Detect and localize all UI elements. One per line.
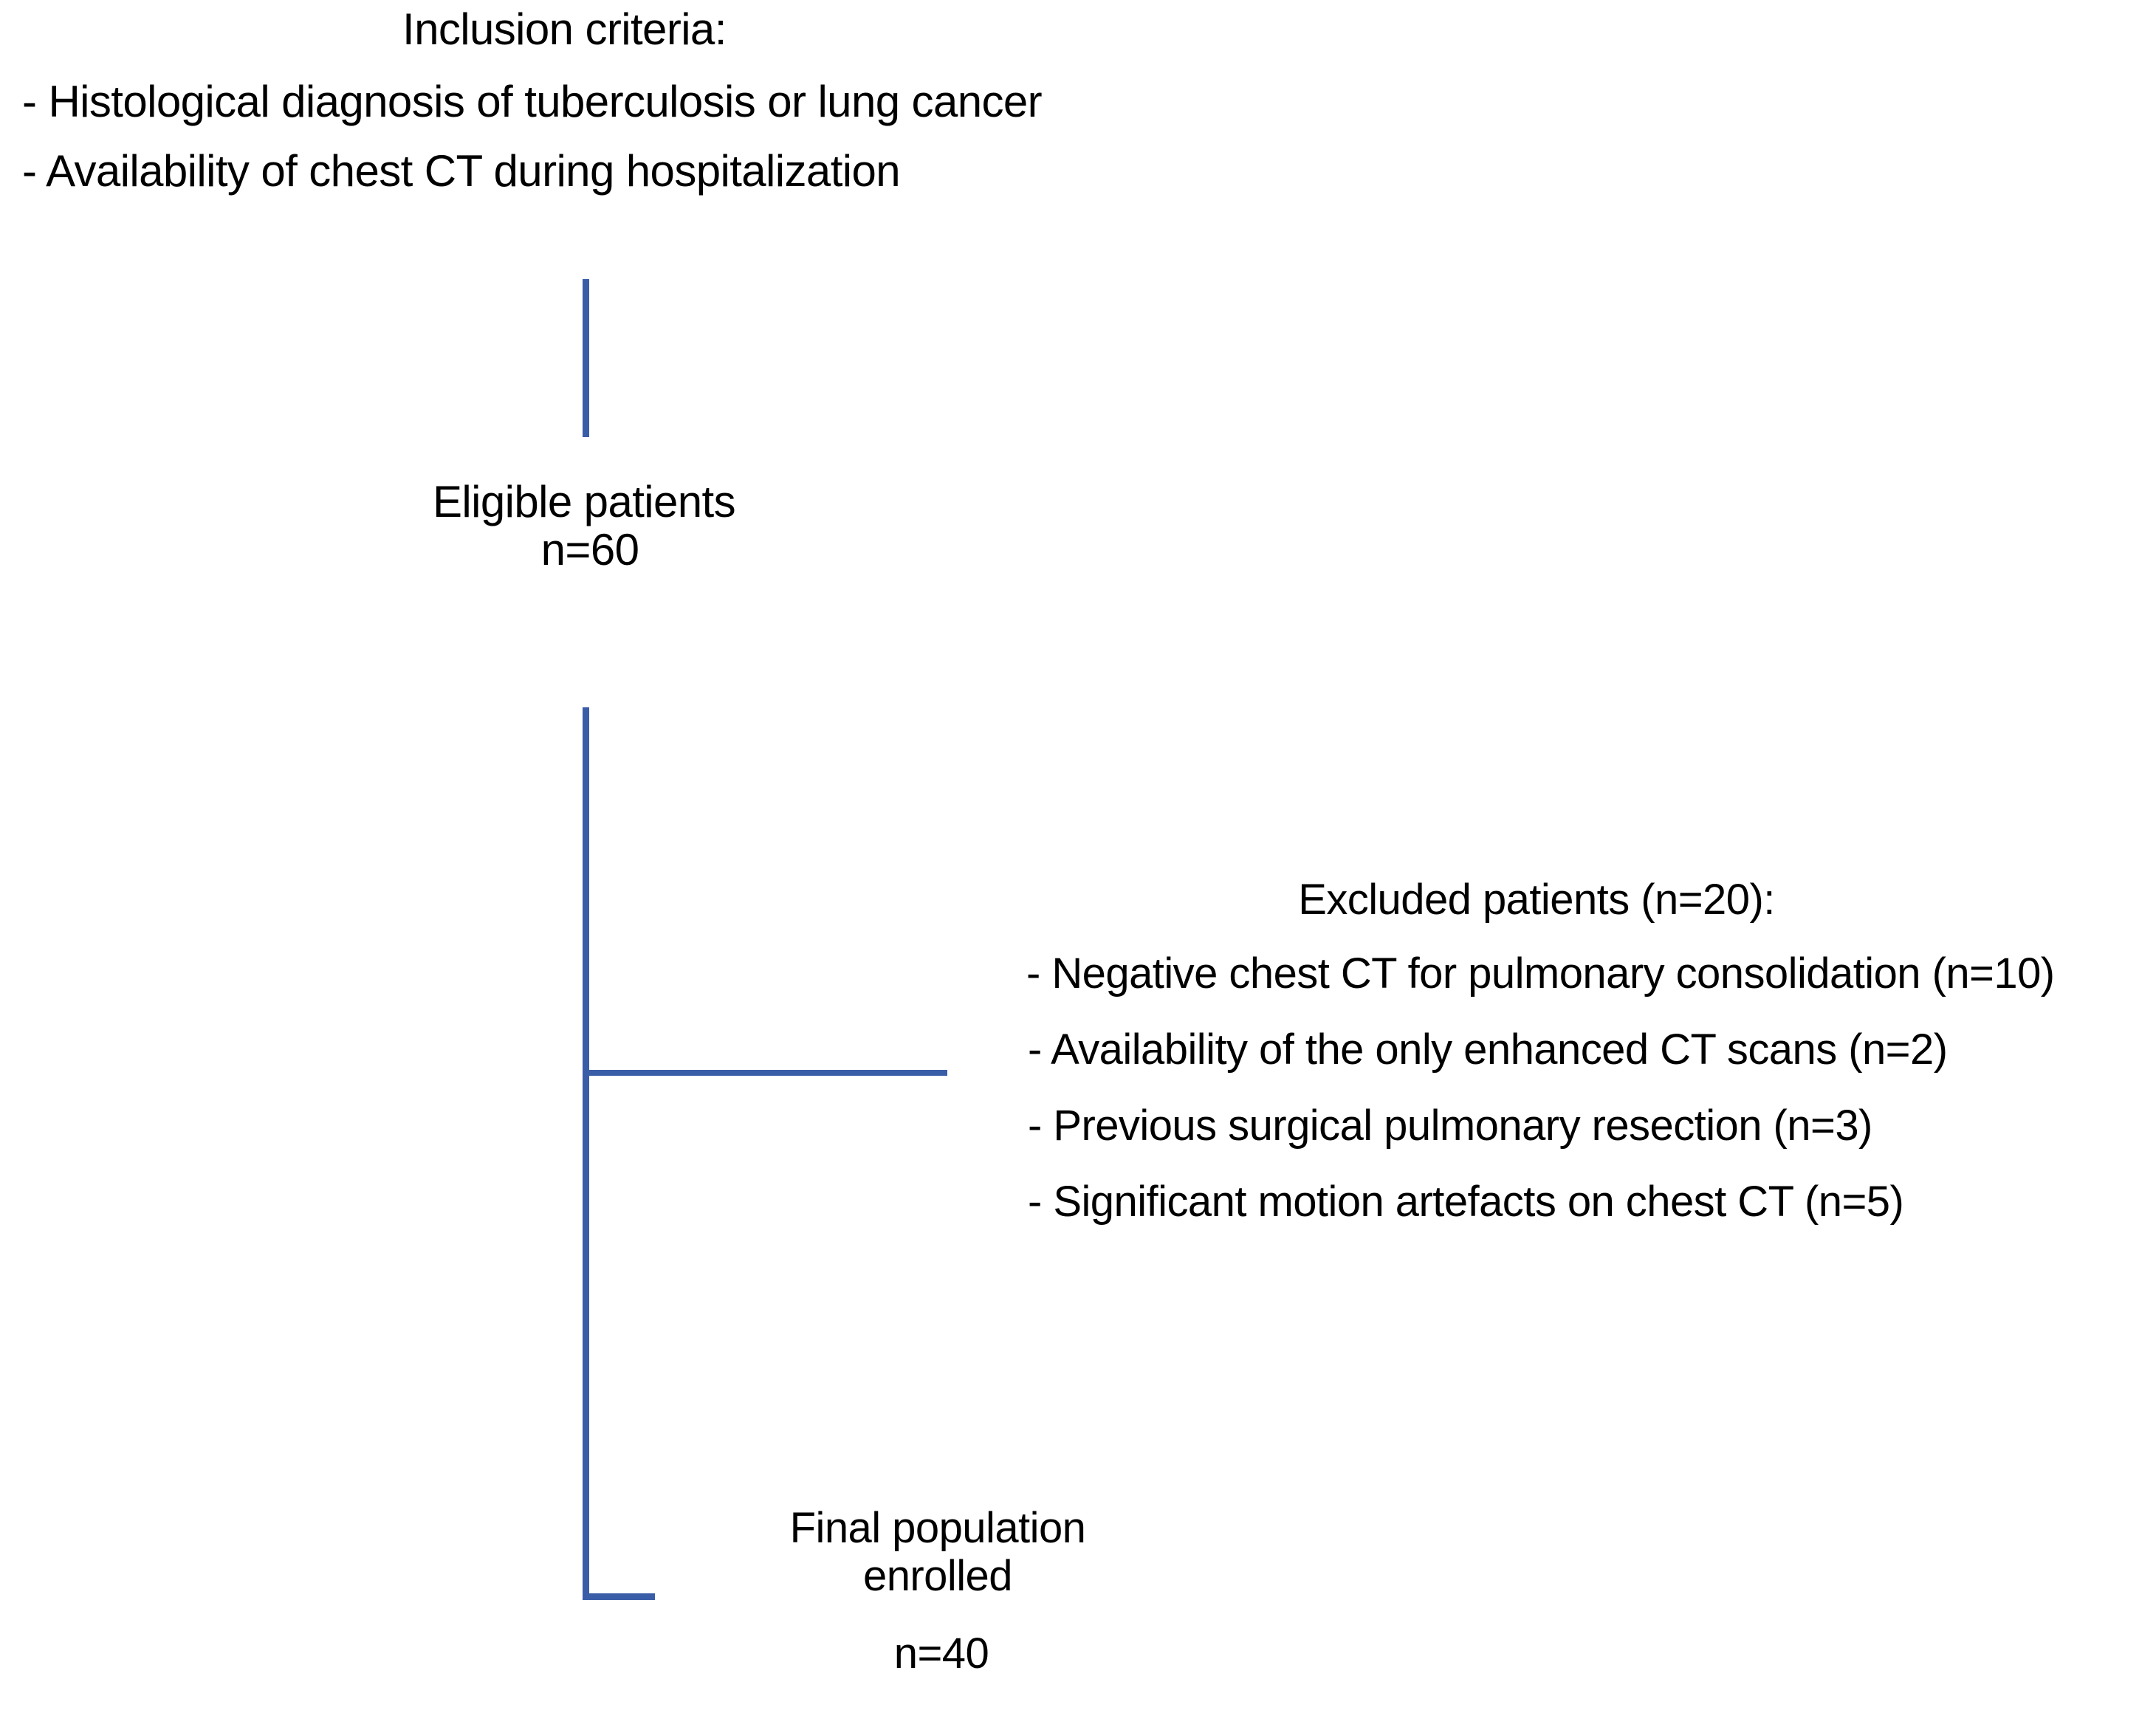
inclusion-criteria-title: Inclusion criteria: (402, 4, 727, 54)
excluded-reason-item-4: - Significant motion artefacts on chest … (1028, 1178, 1904, 1226)
inclusion-criteria-item-1: - Histological diagnosis of tuberculosis… (22, 77, 1043, 126)
final-population-node: Final population enrolled n=40 (665, 1504, 1211, 1678)
excluded-reason-item-3: - Previous surgical pulmonary resection … (1028, 1102, 1872, 1150)
inclusion-criteria-block: Inclusion criteria: - Histological diagn… (22, 7, 1204, 193)
excluded-reason-item-2: - Availability of the only enhanced CT s… (1028, 1026, 1948, 1074)
eligible-patients-count: n=60 (540, 524, 639, 574)
connector-branch-to-excluded (583, 1070, 947, 1076)
connector-elbow-to-final-population (583, 1593, 655, 1600)
final-population-label-line2: enrolled (863, 1551, 1013, 1600)
excluded-reason-item-1: - Negative chest CT for pulmonary consol… (1026, 950, 2055, 998)
inclusion-criteria-item-2: - Availability of chest CT during hospit… (22, 146, 901, 196)
final-population-label-line1: Final population (789, 1504, 1086, 1552)
eligible-patients-node: Eligible patients n=60 (317, 478, 864, 574)
connector-inclusion-to-eligible (583, 279, 589, 437)
excluded-patients-title: Excluded patients (n=20): (1298, 876, 1775, 924)
excluded-patients-block: Excluded patients (n=20): - Negative che… (952, 879, 2134, 1223)
final-population-count: n=40 (893, 1629, 989, 1678)
connector-eligible-to-final-vertical (583, 707, 589, 1599)
eligible-patients-label: Eligible patients (432, 477, 736, 526)
